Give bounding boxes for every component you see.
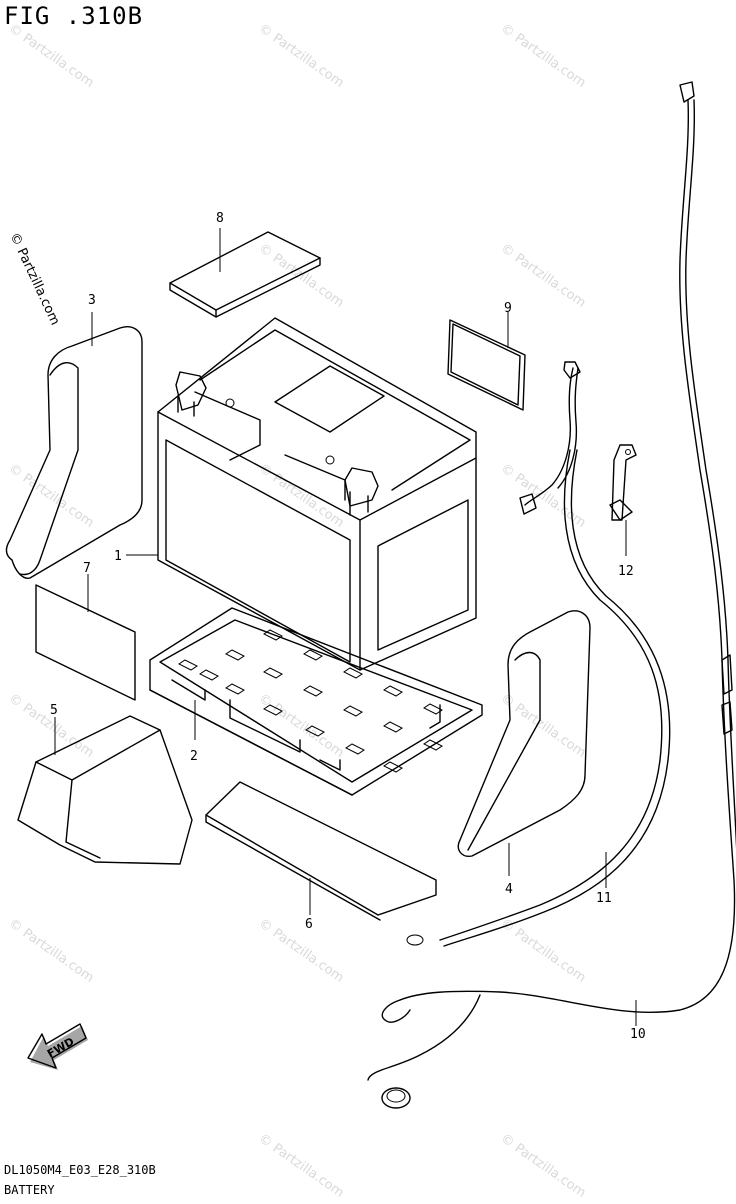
callout-7: 7 <box>83 561 91 576</box>
callout-3: 3 <box>88 293 96 308</box>
watermark-vertical: © Partzilla.com <box>6 230 62 327</box>
watermark: © Partzilla.com <box>256 21 347 91</box>
callout-11: 11 <box>596 891 612 906</box>
part-12-fuse <box>609 444 637 556</box>
watermark-layer: © Partzilla.com © Partzilla.com © Partzi… <box>6 21 589 1201</box>
callout-4: 4 <box>505 882 513 897</box>
part-11-lead-wire <box>406 361 671 947</box>
figure-title: FIG .310B <box>4 2 143 30</box>
part-7-sheet <box>35 574 136 701</box>
callout-12: 12 <box>618 564 634 579</box>
watermark: © Partzilla.com <box>256 1131 347 1200</box>
footer-name: BATTERY <box>4 1183 55 1197</box>
footer-code: DL1050M4_E03_E28_310B <box>4 1163 156 1177</box>
part-2-tray <box>149 607 483 796</box>
watermark: © Partzilla.com <box>498 691 589 761</box>
watermark: © Partzilla.com <box>498 461 589 531</box>
callout-1: 1 <box>114 549 122 564</box>
part-8-pad <box>169 228 321 318</box>
callout-5: 5 <box>50 703 58 718</box>
part-6-bar <box>205 781 437 921</box>
watermark: © Partzilla.com <box>498 1131 589 1200</box>
watermark: © Partzilla.com <box>256 241 347 311</box>
watermark: © Partzilla.com <box>256 916 347 986</box>
part-10-lead-wire <box>367 81 736 1109</box>
part-5-block <box>17 715 193 865</box>
callout-10: 10 <box>630 1027 646 1042</box>
fwd-arrow-icon: FWD <box>27 1023 88 1070</box>
part-4-right-cushion <box>457 610 591 876</box>
part-3-left-cushion <box>5 312 143 579</box>
watermark: © Partzilla.com <box>6 916 97 986</box>
watermark: © Partzilla.com <box>6 691 97 761</box>
callout-8: 8 <box>216 211 224 226</box>
callout-2: 2 <box>190 749 198 764</box>
callout-6: 6 <box>305 917 313 932</box>
part-1-battery <box>126 317 477 671</box>
watermark: © Partzilla.com <box>498 21 589 91</box>
watermark: © Partzilla.com <box>6 21 97 91</box>
watermark: © Partzilla.com <box>498 916 589 986</box>
tray-slots <box>178 629 443 773</box>
callout-9: 9 <box>504 301 512 316</box>
part-9-label <box>447 312 526 411</box>
